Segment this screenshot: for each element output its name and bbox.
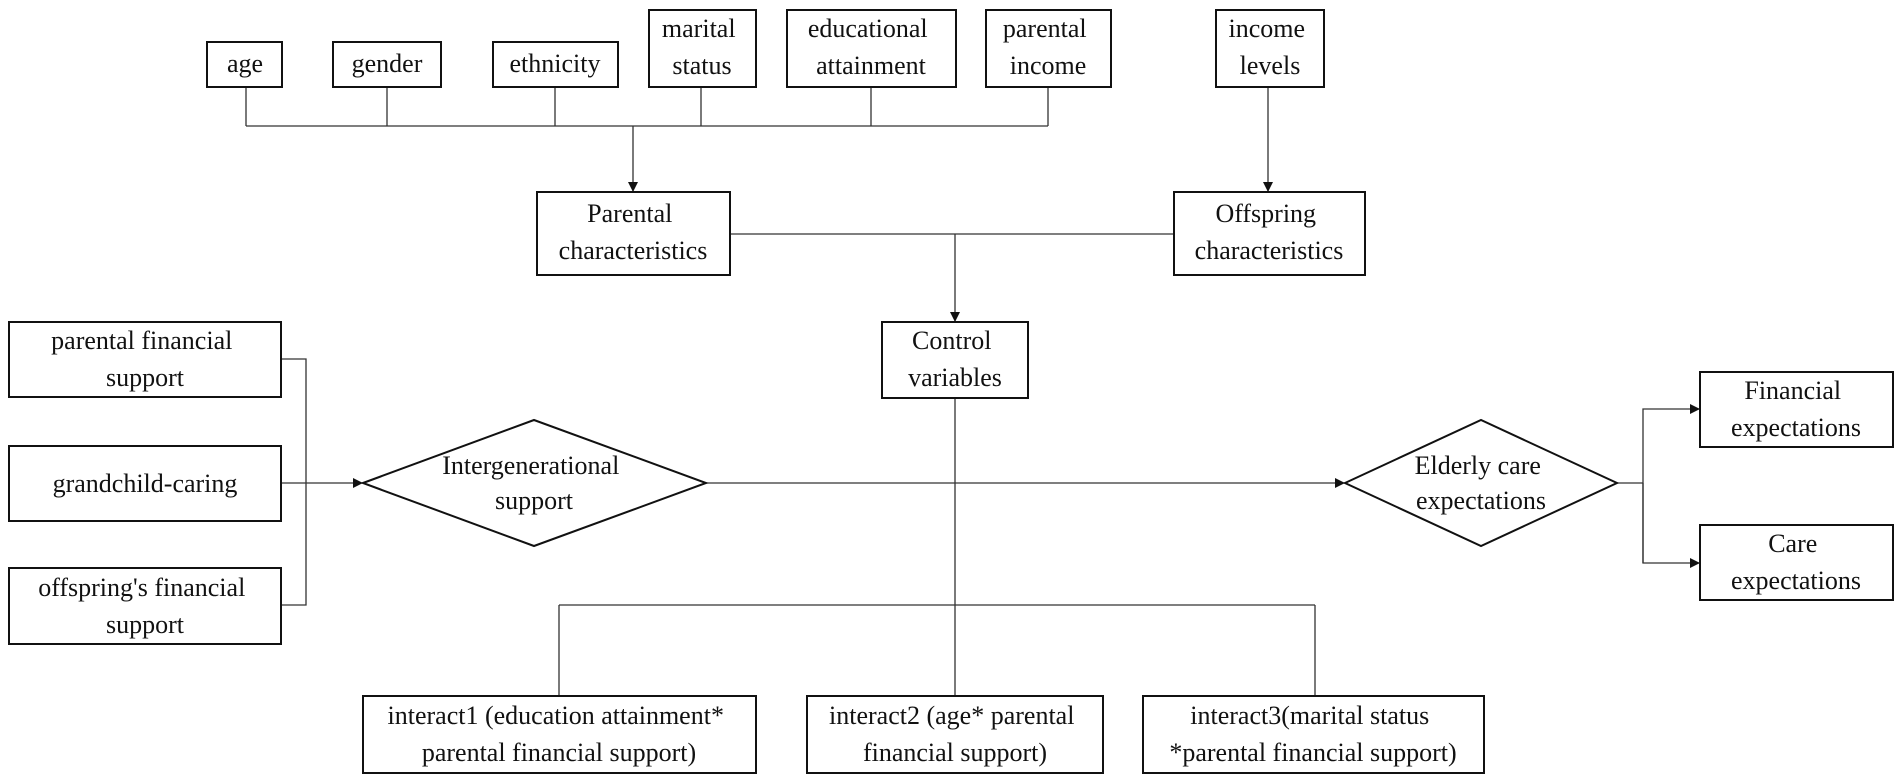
arrow-to-care-expectations [1642, 483, 1700, 568]
svg-text:income levels: income levels [1228, 14, 1311, 80]
elderly-care-expectations-diamond: Elderly care expectations [1342, 418, 1620, 548]
interact3-label-line-1: interact3(marital status [1190, 701, 1429, 730]
parental-financial-support-label-line-1: parental financial [51, 326, 232, 355]
age-label: age [227, 49, 263, 78]
parental-income-box: parental income [985, 9, 1112, 88]
parental-characteristics-label-line-2: characteristics [559, 236, 708, 265]
interact1-label-line-1: interact1 (education attainment* [388, 701, 724, 730]
income-levels-label-line-2: levels [1240, 51, 1301, 80]
interact2-label-line-1: interact2 (age* parental [829, 701, 1074, 730]
interact2-box: interact2 (age* parental financial suppo… [806, 695, 1104, 774]
ethnicity-box: ethnicity [492, 41, 619, 88]
svg-text:offspring's financial su: offspring's financial support [38, 573, 252, 639]
svg-text:parental income: parental income [1003, 14, 1093, 80]
care-expectations-label-line-2: expectations [1731, 566, 1861, 595]
svg-text:Offspring characteristic: Offspring characteristics [1195, 199, 1344, 265]
offsprings-financial-support-label-line-2: support [106, 610, 185, 639]
svg-text:interact1 (education attainmen: interact1 (education attainment* parenta… [388, 701, 731, 767]
financial-expectations-label-line-2: expectations [1731, 413, 1861, 442]
financial-expectations-box: Financial expectations [1699, 371, 1894, 448]
intergenerational-support-diamond: Intergenerational support [360, 418, 709, 548]
gender-box: gender [332, 41, 442, 88]
svg-text:parental financial suppo: parental financial support [51, 326, 239, 392]
income-levels-label-line-1: income [1228, 14, 1305, 43]
care-expectations-label-line-1: Care [1768, 529, 1817, 558]
age-box: age [206, 41, 283, 88]
svg-text:age: age [227, 49, 263, 78]
svg-text:Elderly care expectation: Elderly care expectations [1415, 451, 1548, 515]
svg-text:interact3(marital status: interact3(marital status *parental finan… [1169, 701, 1456, 767]
educational-attainment-label-line-1: educational [808, 14, 928, 43]
svg-text:gender: gender [352, 49, 423, 78]
income-levels-box: income levels [1215, 9, 1325, 88]
connector-parental-financial-support [281, 358, 307, 606]
svg-text:Intergenerational suppor: Intergenerational support [442, 451, 626, 515]
parental-income-label-line-2: income [1010, 51, 1087, 80]
parental-financial-support-label-line-2: support [106, 363, 185, 392]
interact2-label-line-2: financial support) [863, 738, 1047, 767]
educational-attainment-label-line-2: attainment [816, 51, 927, 80]
control-variables-box: Control variables [881, 321, 1029, 399]
interact3-label-line-2: *parental financial support) [1169, 738, 1456, 767]
gender-label: gender [352, 49, 423, 78]
svg-text:marital status: marital status [662, 14, 742, 80]
connectors [245, 87, 1700, 696]
offspring-characteristics-box: Offspring characteristics [1173, 191, 1366, 276]
elderly-care-expectations-label-line-1: Elderly care [1415, 451, 1541, 480]
parental-characteristics-label-line-1: Parental [587, 199, 672, 228]
svg-text:Control variables: Control variables [908, 326, 1002, 392]
svg-text:Financial expectations: Financial expectations [1731, 376, 1861, 442]
grandchild-caring-label: grandchild-caring [53, 469, 238, 498]
svg-text:interact2 (age* parental: interact2 (age* parental financial suppo… [829, 701, 1081, 767]
arrow-to-financial-expectations [1642, 404, 1700, 563]
offspring-characteristics-label-line-2: characteristics [1195, 236, 1344, 265]
interact1-box: interact1 (education attainment* parenta… [362, 695, 757, 774]
care-expectations-box: Care expectations [1699, 524, 1894, 601]
grandchild-caring-box: grandchild-caring [8, 445, 282, 522]
interact3-box: interact3(marital status *parental finan… [1142, 695, 1485, 774]
svg-text:ethnicity: ethnicity [510, 49, 601, 78]
ethnicity-label: ethnicity [510, 49, 601, 78]
svg-text:educational attainment: educational attainment [808, 14, 934, 80]
financial-expectations-label-line-1: Financial [1744, 376, 1841, 405]
elderly-care-expectations-label-line-2: expectations [1416, 486, 1546, 515]
control-variables-label-line-2: variables [908, 363, 1002, 392]
offsprings-financial-support-label-line-1: offspring's financial [38, 573, 245, 602]
offsprings-financial-support-box: offspring's financial support [8, 567, 282, 645]
intergenerational-support-label-line-1: Intergenerational [442, 451, 619, 480]
offspring-characteristics-label-line-1: Offspring [1215, 199, 1316, 228]
marital-status-box: marital status [648, 9, 757, 88]
marital-status-label-line-2: status [672, 51, 731, 80]
control-variables-label-line-1: Control [912, 326, 991, 355]
parental-financial-support-box: parental financial support [8, 321, 282, 398]
educational-attainment-box: educational attainment [786, 9, 957, 88]
parental-income-label-line-1: parental [1003, 14, 1087, 43]
svg-text:grandchild-caring: grandchild-caring [53, 469, 238, 498]
parental-characteristics-box: Parental characteristics [536, 191, 731, 276]
intergenerational-support-label-line-2: support [495, 486, 574, 515]
marital-status-label-line-1: marital [662, 14, 736, 43]
svg-text:Care expectations: Care expectations [1731, 529, 1861, 595]
svg-text:Parental characteristics: Parental characteristics [559, 199, 708, 265]
interact1-label-line-2: parental financial support) [422, 738, 696, 767]
